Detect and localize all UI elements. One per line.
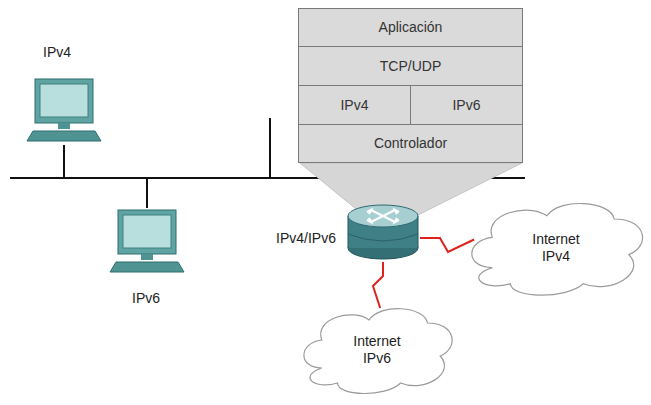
node-label: IPv4 [25,44,105,61]
node-label: Internet IPv6 [341,333,413,367]
host-ipv6: IPv6 [108,208,188,307]
layer-box: Aplicación [298,8,523,47]
node-label: IPv6 [452,97,480,114]
node-label: IPv6 [108,290,188,307]
serial-link [420,238,474,252]
layer-box: IPv4 [298,85,411,125]
node-label: Aplicación [379,19,443,36]
host-ipv4: IPv4 [25,44,105,145]
internet-cloud: Internet IPv4 [465,192,647,300]
bus-drop [269,118,271,178]
router [344,198,422,264]
callout-wedge [300,163,522,232]
layer-box: Controlador [298,124,523,163]
serial-link [373,262,383,308]
computer [108,208,188,276]
node-label: TCP/UDP [380,58,441,75]
computer-icon [108,208,188,276]
layer-box: TCP/UDP [298,46,523,86]
router-icon [344,198,422,264]
dual-stack-router: IPv4/IPv6 [276,198,422,264]
layer-box: IPv6 [410,85,523,125]
node-label: Controlador [374,135,447,152]
node-label: IPv4 [340,97,368,114]
node-label: IPv4/IPv6 [276,230,336,247]
computer [25,77,105,145]
node-label: Internet IPv4 [520,231,592,265]
internet-cloud: Internet IPv6 [298,298,456,398]
computer-icon [25,77,105,145]
